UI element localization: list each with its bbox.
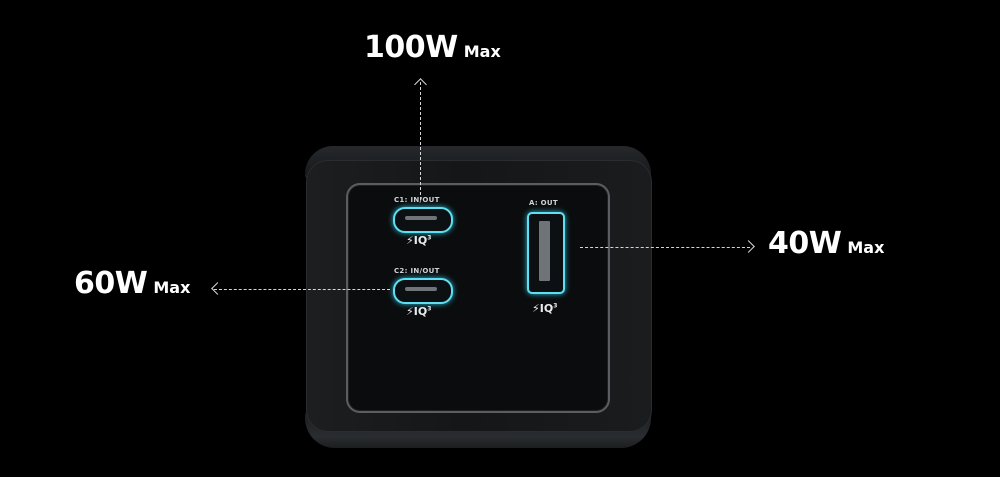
iq-badge-c1: ⚡IQ3 bbox=[406, 234, 432, 247]
iq-badge-a: ⚡IQ3 bbox=[532, 302, 558, 315]
usb-c-port-c2 bbox=[393, 278, 453, 304]
callout-line-top bbox=[420, 82, 421, 200]
usb-a-port bbox=[527, 212, 565, 294]
bolt-icon: ⚡ bbox=[406, 234, 414, 247]
arrow-up-icon bbox=[414, 78, 427, 91]
arrow-right-icon bbox=[742, 240, 755, 253]
bolt-icon: ⚡ bbox=[532, 302, 540, 315]
usb-c-port-c1 bbox=[393, 207, 453, 233]
port-label-a: A: OUT bbox=[529, 199, 558, 207]
callout-line-left bbox=[214, 289, 390, 290]
port-label-c1: C1: IN/OUT bbox=[394, 196, 440, 204]
arrow-left-icon bbox=[211, 282, 224, 295]
iq-badge-c2: ⚡IQ3 bbox=[406, 305, 432, 318]
callout-line-right bbox=[580, 247, 750, 248]
port-label-c2: C2: IN/OUT bbox=[394, 267, 440, 275]
bolt-icon: ⚡ bbox=[406, 305, 414, 318]
port-panel bbox=[346, 183, 610, 413]
